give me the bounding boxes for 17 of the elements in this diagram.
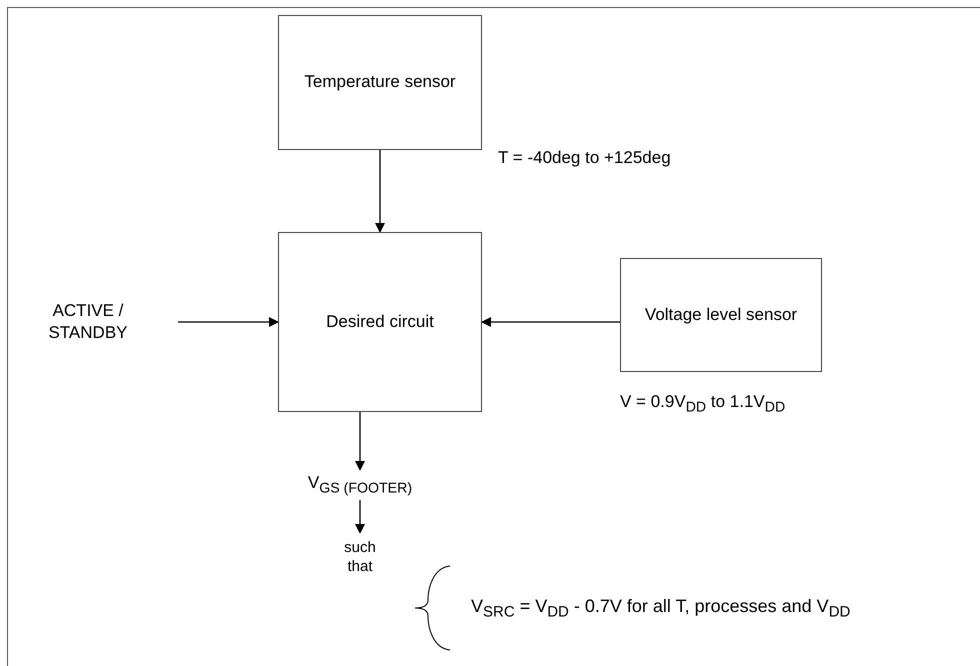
process-box (278, 15, 482, 150)
signal-label: V$_{GS (FOOTER)}$ (308, 472, 412, 498)
box-label: Temperature sensor (304, 71, 456, 94)
arrow (481, 317, 620, 327)
arrow (355, 412, 365, 471)
condition-note: V$_{SRC}$ = V$_{DD}$ - 0.7V for all T, processes and V$_{DD}$ (471, 596, 850, 621)
arrow (178, 317, 279, 327)
signal-label: such that (343, 538, 377, 576)
process-box (278, 232, 482, 412)
range-note: V = 0.9V$_{DD}$ to 1.1V$_{DD}$ (620, 392, 786, 416)
signal-label: ACTIVE / STANDBY (47, 300, 129, 344)
box-label: Desired circuit (326, 310, 434, 333)
arrow (375, 150, 385, 233)
box-label: Voltage level sensor (644, 304, 798, 326)
process-box (620, 258, 822, 372)
arrow (355, 500, 365, 534)
range-note: T = -40deg to +125deg (498, 148, 671, 168)
